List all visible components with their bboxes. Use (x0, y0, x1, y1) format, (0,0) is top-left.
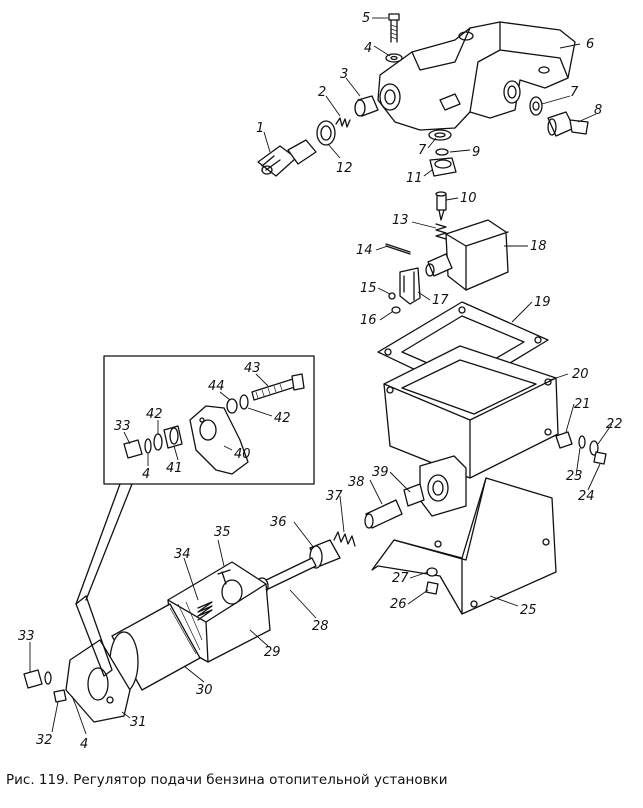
callout-35: 35 (214, 525, 231, 540)
part-37-spring (333, 531, 356, 547)
callout-3: 3 (340, 67, 348, 82)
callout-36: 36 (270, 515, 287, 530)
callout-15: 15 (360, 281, 377, 296)
callout-6: 6 (586, 37, 594, 52)
part-21-plug (555, 431, 573, 449)
callout-8: 8 (594, 103, 602, 118)
part-7-washer-lower (428, 129, 452, 141)
leader-lines (29, 17, 613, 735)
part-10-needle (435, 191, 447, 221)
part-35-screw (217, 569, 231, 585)
callout-4-inset: 4 (142, 467, 150, 482)
part-6-upper-housing (377, 21, 576, 131)
part-4-washer-bottom (44, 671, 52, 685)
part-1-banjo-bolt (257, 139, 317, 177)
callout-7-right: 7 (570, 85, 579, 100)
part-13-spring (435, 223, 447, 240)
callout-20: 20 (572, 367, 589, 382)
callout-27: 27 (392, 571, 409, 586)
part-5-bolt (388, 13, 400, 43)
part-32-screw (53, 689, 67, 703)
callout-21: 21 (574, 397, 591, 412)
part-33-nut-bottom (23, 669, 43, 689)
callout-44: 43 (244, 361, 261, 376)
callout-18: 18 (530, 239, 547, 254)
part-26-screw (425, 581, 439, 595)
callout-14: 14 (356, 243, 373, 258)
part-40-lever (189, 405, 249, 475)
callout-25: 25 (520, 603, 537, 618)
callout-1: 1 (256, 121, 264, 136)
callout-42-inset-right: 42 (274, 411, 291, 426)
callout-17: 17 (432, 293, 449, 308)
callout-33-bottom: 33 (18, 629, 35, 644)
part-12-washer (316, 120, 336, 146)
part-25-bracket (371, 477, 557, 615)
part-27-nut (426, 567, 438, 577)
part-4-washer-inset (144, 438, 152, 454)
callout-41: 41 (166, 461, 183, 476)
part-18-float (425, 219, 509, 291)
part-17-bracket (399, 267, 421, 305)
inset-detail (75, 355, 315, 605)
callout-29: 29 (264, 645, 281, 660)
callout-16: 16 (360, 313, 377, 328)
callout-32: 32 (36, 733, 53, 748)
callout-2: 2 (318, 85, 326, 100)
part-2-spring (335, 117, 351, 128)
part-15-screw (388, 292, 396, 300)
part-9-ring (435, 148, 449, 156)
callout-numbers: 5 4 3 2 1 12 6 7 8 7 9 11 10 13 14 18 15… (18, 11, 623, 752)
callout-28: 28 (312, 619, 329, 634)
part-43-nut-inset (226, 398, 238, 414)
part-11-nut (429, 157, 457, 177)
callout-37: 37 (326, 489, 343, 504)
callout-7-lower: 7 (418, 143, 427, 158)
part-14-pin (385, 243, 411, 255)
callout-31: 31 (130, 715, 147, 730)
callout-24: 24 (578, 489, 595, 504)
part-7-washer-right (529, 96, 543, 116)
part-34-spring (197, 601, 213, 621)
part-42-washer-inset-right (239, 394, 249, 410)
callout-4-top: 4 (364, 41, 372, 56)
callout-34: 34 (174, 547, 191, 562)
part-3-nipple (354, 95, 379, 117)
callout-10: 10 (460, 191, 477, 206)
part-41-bushing (163, 425, 183, 449)
callout-30: 30 (196, 683, 213, 698)
part-42-washer-inset-left (153, 433, 163, 451)
part-20-float-chamber (383, 345, 559, 517)
callout-26: 26 (390, 597, 407, 612)
part-23-washer (578, 435, 586, 449)
part-24-screw (593, 451, 607, 465)
callout-22: 22 (606, 417, 623, 432)
callout-33-inset: 33 (114, 419, 131, 434)
callout-5: 5 (362, 11, 370, 26)
part-16-washer (391, 306, 401, 314)
callout-38: 38 (348, 475, 365, 490)
part-33-nut-inset (123, 439, 143, 459)
callout-13: 13 (392, 213, 409, 228)
callout-11: 11 (406, 171, 423, 186)
callout-39: 39 (372, 465, 389, 480)
callout-43: 44 (208, 379, 225, 394)
part-44-bolt (251, 373, 305, 401)
callout-19: 19 (534, 295, 551, 310)
part-31-cover (65, 595, 131, 723)
part-38-bushing (364, 499, 403, 529)
part-39-valve (403, 483, 425, 507)
callout-12: 12 (336, 161, 353, 176)
callout-9: 9 (472, 145, 480, 160)
callout-42-inset-left: 42 (146, 407, 163, 422)
figure-caption: Рис. 119. Регулятор подачи бензина отопи… (6, 772, 448, 788)
callout-23: 23 (566, 469, 583, 484)
callout-40: 40 (234, 447, 251, 462)
part-8-fitting (547, 111, 589, 137)
callout-4-bottom: 4 (80, 737, 88, 752)
